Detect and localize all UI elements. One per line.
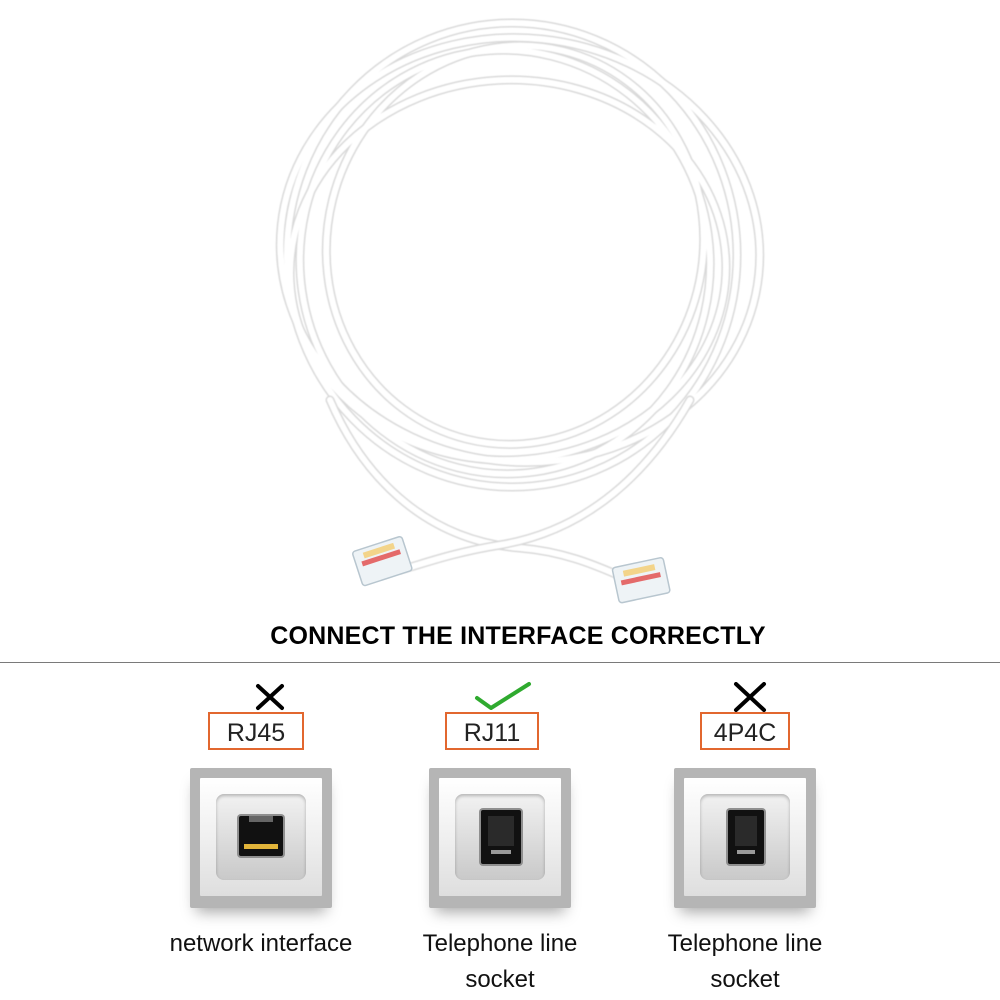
rj11-socket (429, 768, 571, 908)
connector-caption: Telephone line socket (422, 930, 578, 993)
connector-label: RJ11 (445, 712, 539, 750)
rj45-socket (190, 768, 332, 908)
cross-icon (256, 684, 284, 710)
rj11-jack (481, 810, 521, 864)
option-rj11: RJ11 Telephone line socket (423, 676, 625, 1000)
connector-caption: Telephone line socket (667, 930, 823, 993)
4p4c-jack (728, 810, 764, 864)
cross-icon (734, 682, 766, 712)
check-icon (475, 682, 531, 710)
connector-label: RJ45 (208, 712, 304, 750)
4p4c-socket (674, 768, 816, 908)
option-rj45: RJ45 network interface (170, 676, 386, 1000)
page-title: CONNECT THE INTERFACE CORRECTLY (270, 622, 766, 650)
connector-label: 4P4C (700, 712, 790, 750)
cable-illustration (275, 18, 765, 604)
cable-coil (275, 18, 765, 583)
right-rj11-plug (611, 556, 671, 604)
left-rj11-plug (352, 535, 413, 587)
divider (0, 662, 1000, 663)
option-4p4c: 4P4C Telephone line socket (668, 676, 870, 1000)
rj45-jack (239, 816, 283, 856)
connector-caption: network interface (169, 930, 353, 957)
